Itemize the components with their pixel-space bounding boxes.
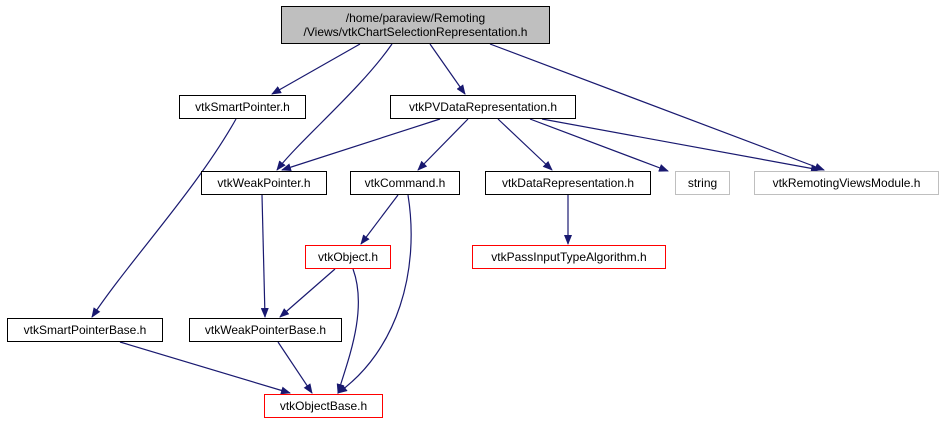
edge-root-to-vtkWeakPointer xyxy=(276,43,393,171)
node-vtk-remoting-views-module[interactable]: vtkRemotingViewsModule.h xyxy=(754,171,939,195)
edge-root-to-vtkSmartPointer xyxy=(271,43,361,95)
edge-vtkPVDataRepresentation-to-vtkRemotingViewsModule xyxy=(541,118,821,173)
edge-root-to-vtkPVDataRepresentation xyxy=(429,43,466,95)
node-vtk-command[interactable]: vtkCommand.h xyxy=(350,171,460,195)
node-vtk-object-base[interactable]: vtkObjectBase.h xyxy=(264,394,383,418)
node-vtk-pv-data-representation[interactable]: vtkPVDataRepresentation.h xyxy=(390,95,576,119)
node-root-header[interactable]: /home/paraview/Remoting /Views/vtkChartS… xyxy=(281,6,550,44)
node-vtk-smart-pointer-base[interactable]: vtkSmartPointerBase.h xyxy=(7,318,163,342)
edge-layer xyxy=(91,43,825,395)
edge-vtkPVDataRepresentation-to-vtkDataRepresentation xyxy=(497,118,553,171)
edge-vtkPVDataRepresentation-to-string xyxy=(529,118,669,172)
edge-root-to-vtkRemotingViewsModule xyxy=(489,43,825,171)
edge-vtkObject-to-vtkObjectBase xyxy=(336,268,359,394)
root-header-path-line2: /Views/vtkChartSelectionRepresentation.h xyxy=(303,25,528,39)
node-vtk-pass-input-type-algorithm[interactable]: vtkPassInputTypeAlgorithm.h xyxy=(472,245,666,269)
node-vtk-weak-pointer[interactable]: vtkWeakPointer.h xyxy=(201,171,327,195)
edge-vtkCommand-to-vtkObject xyxy=(360,194,399,245)
edge-vtkPVDataRepresentation-to-vtkWeakPointer xyxy=(281,118,441,172)
node-vtk-smart-pointer[interactable]: vtkSmartPointer.h xyxy=(179,95,306,119)
node-vtk-data-representation[interactable]: vtkDataRepresentation.h xyxy=(485,171,651,195)
node-vtk-object[interactable]: vtkObject.h xyxy=(305,245,391,269)
edge-vtkObject-to-vtkWeakPointerBase xyxy=(279,268,336,318)
node-vtk-weak-pointer-base[interactable]: vtkWeakPointerBase.h xyxy=(189,318,342,342)
edge-vtkSmartPointer-to-vtkSmartPointerBase xyxy=(91,118,237,318)
edge-vtkPVDataRepresentation-to-vtkCommand xyxy=(417,118,469,171)
node-string[interactable]: string xyxy=(675,171,730,195)
edge-vtkWeakPointer-to-vtkWeakPointerBase xyxy=(260,194,269,318)
edge-vtkCommand-to-vtkObjectBase xyxy=(337,194,412,394)
edge-vtkWeakPointerBase-to-vtkObjectBase xyxy=(277,341,313,394)
edge-vtkSmartPointerBase-to-vtkObjectBase xyxy=(119,341,291,395)
root-header-path-line1: /home/paraview/Remoting xyxy=(345,11,486,25)
